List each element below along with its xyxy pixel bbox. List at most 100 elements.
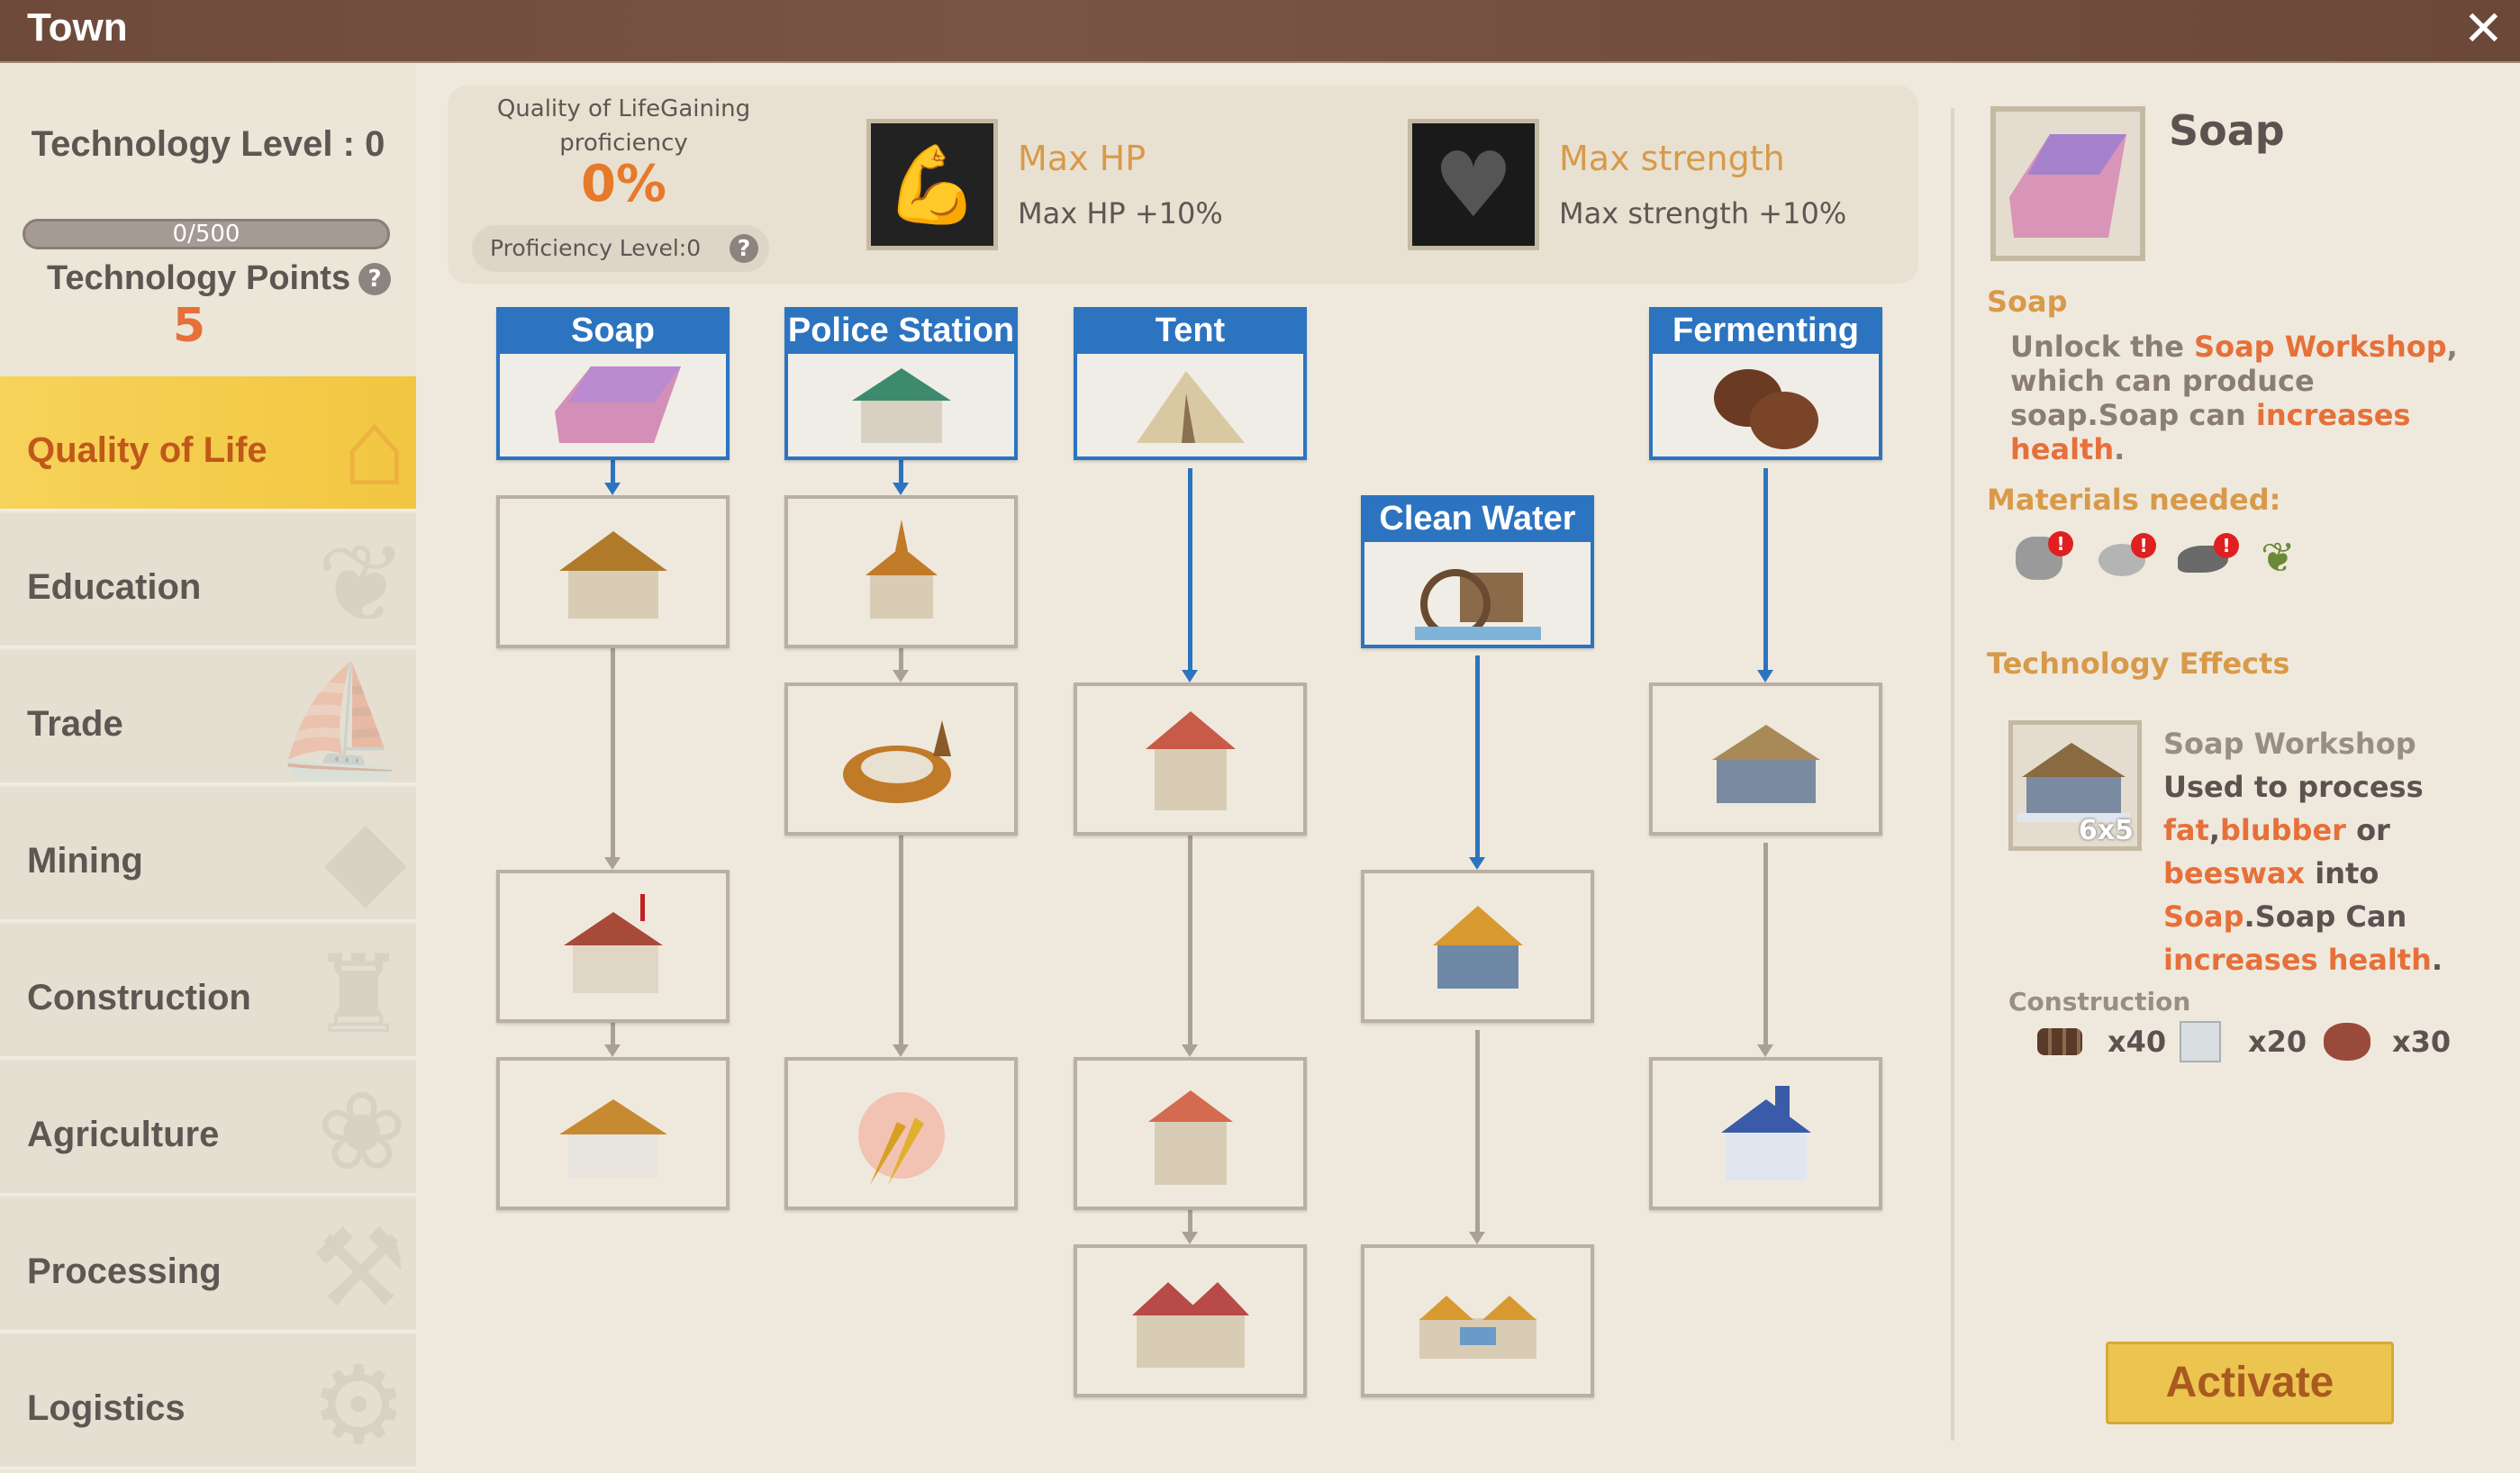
tent-icon — [1136, 371, 1245, 443]
tech-node-soap[interactable]: Soap — [496, 307, 730, 460]
heart-icon: ♥ — [1408, 119, 1539, 250]
connector — [899, 460, 903, 487]
arrow-icon — [1182, 1044, 1198, 1057]
divider — [1951, 108, 1954, 1441]
category-label: Mining — [27, 841, 143, 881]
fat-icon[interactable]: ! — [2098, 533, 2156, 576]
tech-node-building[interactable] — [1074, 682, 1307, 836]
cost-amount: x20 — [2248, 1025, 2307, 1059]
brewery-icon — [1711, 725, 1820, 803]
missing-alert-icon: ! — [2131, 533, 2156, 558]
police-station-icon — [851, 368, 951, 443]
desc-text: . — [2431, 943, 2443, 977]
category-processing[interactable]: Processing⚒ — [0, 1197, 416, 1333]
category-logistics[interactable]: Logistics ⚙ — [0, 1334, 416, 1469]
activate-button[interactable]: Activate — [2106, 1342, 2394, 1424]
category-label: Processing — [27, 1252, 222, 1291]
bathhouse-icon — [1419, 1296, 1536, 1359]
tech-node-building[interactable] — [1361, 870, 1594, 1023]
whale-blubber-icon[interactable]: ! — [2178, 533, 2239, 573]
proficiency-percent: 0% — [580, 155, 667, 213]
tech-node-building[interactable] — [496, 495, 730, 648]
gaining-proficiency-label: Quality of LifeGaining proficiency — [496, 95, 751, 157]
category-quality-of-life[interactable]: Quality of Life⌂ — [0, 376, 416, 511]
bonus-desc-max-strength: Max strength +10% — [1559, 196, 1847, 230]
node-label: Fermenting — [1649, 307, 1882, 354]
desc-text: Unlock the — [2010, 330, 2195, 364]
missing-alert-icon: ! — [2214, 533, 2239, 558]
tech-node-building[interactable] — [1361, 1244, 1594, 1397]
category-trade[interactable]: Trade⛵ — [0, 650, 416, 785]
category-agriculture[interactable]: Agriculture❀ — [0, 1061, 416, 1196]
soap-icon — [2009, 134, 2126, 238]
desc-text: , which can produce soap.Soap can — [2010, 330, 2458, 432]
node-label: Tent — [1074, 307, 1307, 354]
arrow-icon — [1757, 1044, 1773, 1057]
connector — [1475, 1030, 1480, 1237]
selected-tech-subtitle: Soap — [1987, 285, 2068, 319]
connector — [611, 460, 615, 487]
tech-node-police-station[interactable]: Police Station — [784, 307, 1018, 460]
materials-label: Materials needed: — [1987, 483, 2281, 517]
selected-tech-name: Soap — [2169, 106, 2285, 155]
desc-text: or — [2345, 813, 2390, 847]
help-icon[interactable]: ? — [358, 263, 391, 295]
effect-name: Soap Workshop — [2163, 727, 2416, 761]
tech-node-fermenting[interactable]: Fermenting — [1649, 307, 1882, 460]
ship-icon: ⛵ — [272, 661, 407, 782]
iron-ore-icon — [2324, 1023, 2370, 1061]
node-label: Clean Water — [1361, 495, 1594, 542]
category-mining[interactable]: Mining ◆ — [0, 787, 416, 922]
chapel-icon — [563, 894, 663, 993]
tech-node-clean-water[interactable]: Clean Water — [1361, 495, 1594, 648]
arrow-icon — [893, 670, 909, 682]
tech-node-building[interactable] — [1074, 1244, 1307, 1397]
building-size: 6x5 — [2078, 815, 2134, 846]
arrow-icon — [604, 857, 621, 870]
castle-icon: ♜ — [310, 935, 407, 1055]
selected-tech-description: Unlock the Soap Workshop, which can prod… — [2010, 330, 2479, 466]
category-education[interactable]: Education❦ — [0, 513, 416, 648]
node-label: Soap — [496, 307, 730, 354]
wheat-icon: ❀ — [316, 1071, 407, 1192]
arrow-icon — [604, 1044, 621, 1057]
category-label: Education — [27, 567, 202, 607]
tech-node-building[interactable] — [1074, 1057, 1307, 1210]
tech-node-building[interactable] — [1649, 682, 1882, 836]
arrow-icon — [1182, 1232, 1198, 1244]
desc-highlight: Soap Workshop — [2194, 330, 2447, 364]
tech-node-building[interactable] — [784, 1057, 1018, 1210]
desc-highlight: Soap — [2163, 899, 2244, 934]
category-label: Logistics — [27, 1388, 186, 1428]
connector — [1188, 1210, 1192, 1237]
category-construction[interactable]: Construction ♜ — [0, 924, 416, 1059]
effects-label: Technology Effects — [1987, 646, 2290, 681]
tech-node-building[interactable] — [496, 870, 730, 1023]
help-icon[interactable]: ? — [730, 234, 758, 263]
connector — [1763, 468, 1768, 677]
tech-node-building[interactable] — [784, 682, 1018, 836]
tech-node-building[interactable] — [496, 1057, 730, 1210]
construction-label: Construction — [2008, 987, 2191, 1017]
tech-node-building[interactable] — [784, 495, 1018, 648]
beeswax-icon[interactable]: ! — [2016, 531, 2073, 580]
crystal-icon: ◆ — [323, 798, 407, 918]
wood-logs-icon — [2037, 1028, 2082, 1055]
cart-icon: ⚙ — [310, 1345, 407, 1466]
connector — [1188, 836, 1192, 1050]
manor-icon — [1131, 1282, 1249, 1368]
distillery-icon — [1720, 1086, 1811, 1180]
herb-icon[interactable]: ❦ — [2261, 533, 2296, 582]
desc-highlight: fat — [2163, 813, 2209, 847]
tech-points-value: 5 — [172, 299, 206, 353]
flexed-arm-icon: 💪 — [866, 119, 998, 250]
barrels-icon — [1713, 369, 1818, 449]
close-icon[interactable]: ✕ — [2462, 0, 2504, 57]
soap-workshop-icon — [2017, 743, 2130, 822]
desc-highlight: beeswax — [2163, 856, 2306, 890]
tech-node-building[interactable] — [1649, 1057, 1882, 1210]
tech-node-tent[interactable]: Tent — [1074, 307, 1307, 460]
bonus-title-max-strength: Max strength — [1559, 139, 1785, 178]
category-label: Construction — [27, 978, 251, 1017]
